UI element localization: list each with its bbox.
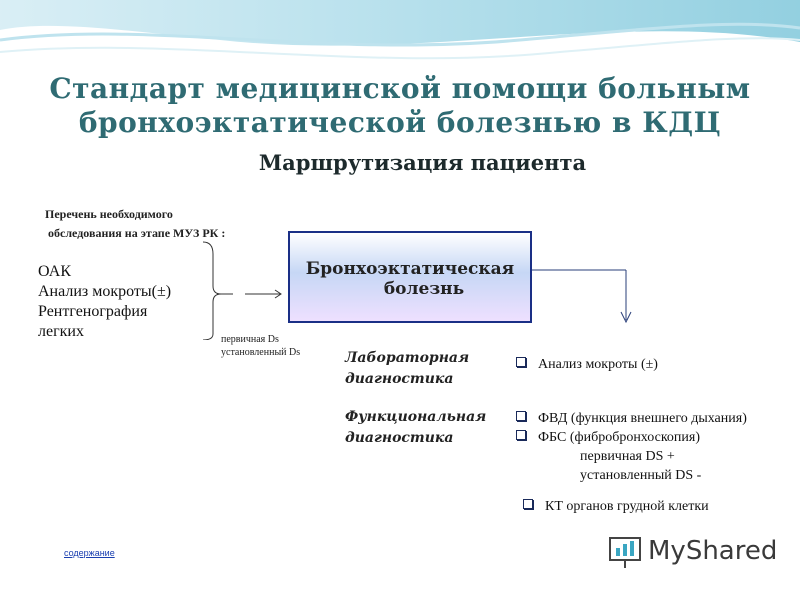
ct-item: КТ органов грудной клетки <box>523 497 709 516</box>
brace-arrow <box>202 241 282 340</box>
func-item: ФБС (фибробронхоскопия) <box>516 428 700 447</box>
func-item-note1: первичная DS + <box>580 449 675 464</box>
func-section-line1: Функциональная <box>345 409 487 425</box>
ds-note-line2: установленный Ds <box>221 347 301 358</box>
lab-section-line1: Лабораторная <box>345 350 470 366</box>
func-item-text: ФВД (функция внешнего дыхания) <box>538 411 747 426</box>
func-item: ФВД (функция внешнего дыхания) <box>516 409 747 428</box>
logo-text: MyShared <box>648 536 778 566</box>
lab-item-text: Анализ мокроты (±) <box>538 357 658 372</box>
func-section-line2: диагностика <box>345 430 454 446</box>
checkbox-bullet-icon <box>516 357 526 367</box>
exam-list: ОАК Анализ мокроты(±) Рентгенография лег… <box>38 262 171 342</box>
func-item-note2: установленный DS - <box>580 468 702 483</box>
lab-section-line2: диагностика <box>345 371 454 387</box>
checkbox-bullet-icon <box>516 430 526 440</box>
disease-box-line1: Бронхоэктатическая <box>305 259 515 279</box>
exam-list-item: Анализ мокроты(±) <box>38 283 172 300</box>
contents-link[interactable]: содержание <box>64 548 115 558</box>
ds-note-line1: первичная Ds <box>221 334 279 345</box>
lab-section-title: Лабораторная диагностика <box>345 348 469 390</box>
disease-box-label: Бронхоэктатическая болезнь <box>290 259 530 299</box>
func-section-title: Функциональная диагностика <box>345 407 486 449</box>
exam-list-header-line2: обследования на этапе МУЗ РК : <box>48 226 226 240</box>
func-item-text: ФБС (фибробронхоскопия) <box>538 430 701 445</box>
page-subtitle: Маршрутизация пациента <box>258 150 587 175</box>
exam-list-item: Рентгенография <box>38 303 148 320</box>
checkbox-bullet-icon <box>516 411 526 421</box>
presentation-icon <box>609 537 641 568</box>
exam-list-item: ОАК <box>38 263 71 280</box>
page-title-line1: Стандарт медицинской помощи больным <box>49 72 751 105</box>
disease-box-line2: болезнь <box>383 279 465 299</box>
checkbox-bullet-icon <box>523 499 533 509</box>
ds-note: первичная Ds установленный Ds <box>221 333 300 359</box>
logo: MyShared <box>606 534 777 570</box>
disease-box: Бронхоэктатическая болезнь <box>288 231 532 323</box>
page-title-line2: бронхоэктатической болезнью в КДЦ <box>78 106 722 139</box>
exam-list-header-line1: Перечень необходимого <box>45 207 173 221</box>
ct-item-text: КТ органов грудной клетки <box>545 499 709 514</box>
down-arrow <box>532 269 632 324</box>
lab-item: Анализ мокроты (±) <box>516 355 658 374</box>
exam-list-item: легких <box>38 323 84 340</box>
page-title: Стандарт медицинской помощи больным брон… <box>0 72 800 140</box>
